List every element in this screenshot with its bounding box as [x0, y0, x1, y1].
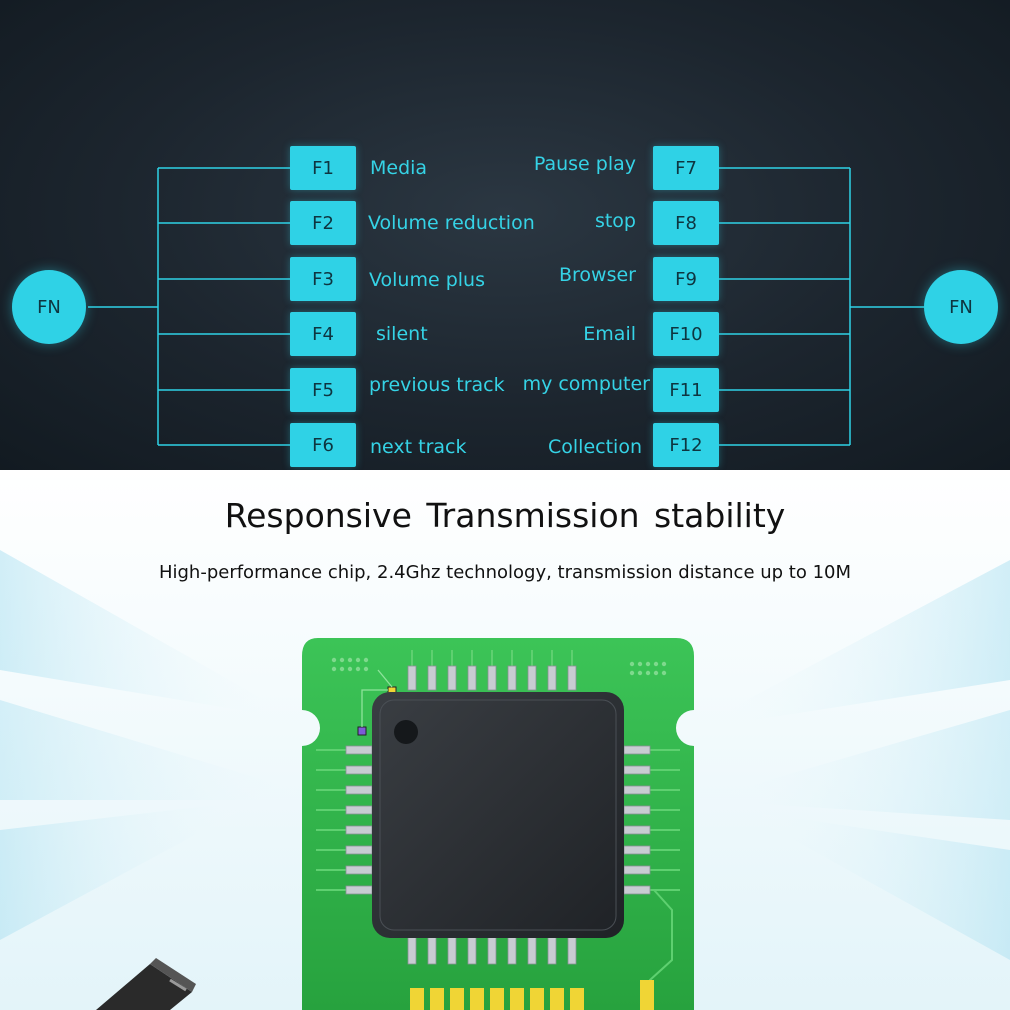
label-f8: stop	[594, 210, 636, 232]
key-f3: F3	[290, 257, 356, 301]
key-f8: F8	[653, 201, 719, 245]
key-f5: F5	[290, 368, 356, 412]
key-f7: F7	[653, 146, 719, 190]
label-f4: silent	[376, 323, 428, 345]
chip	[372, 692, 624, 938]
section-subtitle: High-performance chip, 2.4Ghz technology…	[158, 562, 852, 583]
label-f3: Volume plus	[369, 269, 485, 291]
chip-illustration	[0, 550, 1010, 1010]
key-f1: F1	[290, 146, 356, 190]
transmission-section: Responsive Transmission stability High-p…	[0, 470, 1010, 1010]
key-f11: F11	[653, 368, 719, 412]
section-title: Responsive Transmission stability	[224, 496, 786, 535]
fn-key-left: FN	[12, 270, 86, 344]
label-f12: Collection	[548, 436, 642, 458]
connector-lines	[88, 167, 924, 446]
label-f1: Media	[370, 157, 428, 179]
key-f6: F6	[290, 423, 356, 467]
label-f5: previous track	[369, 374, 505, 396]
key-f10: F10	[653, 312, 719, 356]
label-f6: next track	[370, 436, 467, 458]
fn-key-right: FN	[924, 270, 998, 344]
label-f11: my computer	[522, 373, 650, 395]
pcb-board	[302, 638, 694, 1010]
label-f10: Email	[583, 323, 636, 345]
label-f9: Browser	[559, 264, 636, 286]
usb-receiver-icon	[96, 958, 196, 1010]
key-f9: F9	[653, 257, 719, 301]
key-f2: F2	[290, 201, 356, 245]
fn-key-diagram: FN FN F1 F2 F3 F4 F5 F6 Media Volume red…	[0, 0, 1010, 470]
label-f2: Volume reduction	[368, 212, 535, 234]
key-f4: F4	[290, 312, 356, 356]
key-f12: F12	[653, 423, 719, 467]
label-f7: Pause play	[533, 153, 636, 175]
